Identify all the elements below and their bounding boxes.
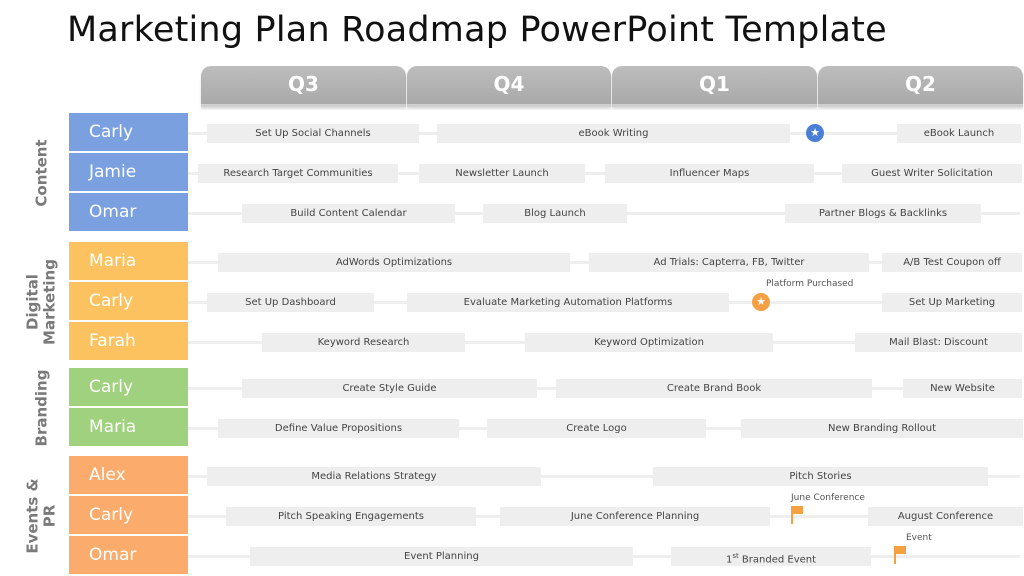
owner-cell: Carly [69, 496, 188, 534]
star-milestone-icon[interactable]: ★ [752, 293, 770, 311]
task-bar[interactable]: Evaluate Marketing Automation Platforms [407, 293, 729, 312]
owner-cell: Maria [69, 408, 188, 446]
task-bar[interactable]: Mail Blast: Discount [855, 333, 1022, 352]
task-bar[interactable]: Set Up Marketing [882, 293, 1022, 312]
timeline-track [188, 475, 1020, 478]
group-label-line: Content [32, 138, 50, 207]
group-label-line: Marketing [40, 258, 58, 345]
quarter-tab-q2: Q2 [818, 66, 1023, 107]
task-bar[interactable]: Influencer Maps [605, 164, 814, 183]
group-label-branding: Branding [32, 368, 51, 447]
flag-icon[interactable] [791, 506, 805, 524]
owner-cell: Alex [69, 456, 188, 494]
group-label-line: Events & [23, 477, 41, 554]
task-bar[interactable]: Blog Launch [483, 204, 627, 223]
task-bar[interactable]: Keyword Research [262, 333, 465, 352]
group-label-line: PR [40, 504, 58, 527]
owner-cell: Omar [69, 193, 188, 231]
milestone-label: June Conference [791, 493, 865, 503]
owner-cell: Carly [69, 368, 188, 406]
quarter-tab-q3: Q3 [201, 66, 406, 107]
group-label-events: Events &PR [23, 456, 60, 575]
quarter-tab-q1: Q1 [612, 66, 817, 107]
task-bar[interactable]: Keyword Optimization [525, 333, 773, 352]
task-bar[interactable]: Set Up Dashboard [207, 293, 374, 312]
task-bar[interactable]: New Branding Rollout [741, 419, 1023, 438]
owner-cell: Maria [69, 242, 188, 280]
group-label-content: Content [32, 113, 51, 232]
timeline-track [188, 172, 1020, 175]
task-bar[interactable]: Guest Writer Solicitation [842, 164, 1022, 183]
task-bar[interactable]: Create Brand Book [556, 379, 872, 398]
task-bar[interactable]: Pitch Stories [653, 467, 988, 486]
quarter-tab-q4: Q4 [407, 66, 611, 107]
task-bar[interactable]: Partner Blogs & Backlinks [785, 204, 981, 223]
task-bar[interactable]: Ad Trials: Capterra, FB, Twitter [589, 253, 869, 272]
milestone-label: Event [906, 533, 932, 543]
task-bar[interactable]: Set Up Social Channels [207, 124, 419, 143]
owner-cell: Farah [69, 322, 188, 360]
owner-cell: Carly [69, 282, 188, 320]
task-bar[interactable]: Define Value Propositions [218, 419, 459, 438]
star-milestone-icon[interactable]: ★ [806, 124, 824, 142]
flag-icon[interactable] [894, 546, 908, 564]
task-bar[interactable]: Event Planning [250, 547, 633, 566]
task-bar[interactable]: eBook Launch [897, 124, 1021, 143]
group-label-line: Digital [23, 273, 41, 330]
task-bar[interactable]: A/B Test Coupon off [882, 253, 1022, 272]
owner-cell: Jamie [69, 153, 188, 191]
task-bar[interactable]: AdWords Optimizations [218, 253, 570, 272]
task-bar[interactable]: Newsletter Launch [419, 164, 585, 183]
task-bar[interactable]: 1st Branded Event [671, 547, 871, 566]
task-bar[interactable]: Research Target Communities [198, 164, 398, 183]
task-bar[interactable]: August Conference [868, 507, 1023, 526]
owner-cell: Carly [69, 113, 188, 151]
owner-cell: Omar [69, 536, 188, 574]
task-bar[interactable]: June Conference Planning [500, 507, 770, 526]
task-bar[interactable]: Media Relations Strategy [207, 467, 541, 486]
page-title: Marketing Plan Roadmap PowerPoint Templa… [67, 10, 887, 50]
task-bar[interactable]: New Website [903, 379, 1022, 398]
task-bar[interactable]: Build Content Calendar [242, 204, 455, 223]
task-bar[interactable]: Pitch Speaking Engagements [226, 507, 476, 526]
group-label-line: Branding [32, 369, 50, 446]
task-bar[interactable]: Create Style Guide [242, 379, 537, 398]
task-bar[interactable]: Create Logo [487, 419, 706, 438]
milestone-label: Platform Purchased [766, 279, 854, 289]
task-bar[interactable]: eBook Writing [437, 124, 790, 143]
